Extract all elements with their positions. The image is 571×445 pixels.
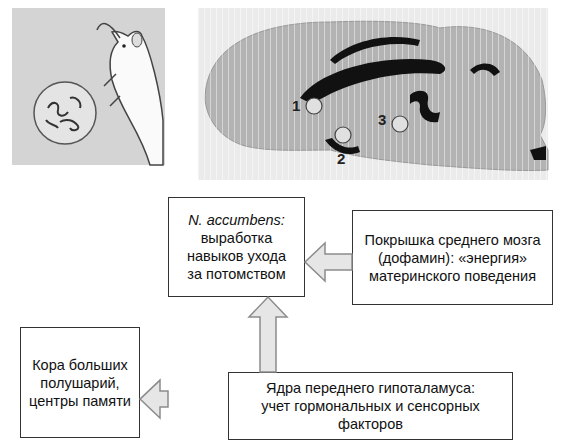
pups <box>46 98 80 131</box>
mouse-paws <box>104 74 120 106</box>
process-box: Кора больших полушарий, центры памяти <box>20 327 140 438</box>
brain-panel <box>198 8 548 180</box>
mouse-tail <box>97 24 120 38</box>
callout-number: 3 <box>378 112 386 128</box>
process-box: N. accumbens:выработка навыков ухода за … <box>168 197 305 297</box>
callout-number: 1 <box>292 98 300 114</box>
region-circle <box>392 116 408 132</box>
region-circle <box>306 98 322 114</box>
box-text: N. accumbens: <box>188 211 285 229</box>
mouse-ear <box>132 33 142 47</box>
ventricle <box>410 91 440 122</box>
process-box: Покрышка среднего мозга (дофамин): «энер… <box>352 210 553 305</box>
box-text: Покрышка среднего мозга (дофамин): «энер… <box>361 231 544 285</box>
process-box: Ядра переднего гипоталамуса: учет гормон… <box>228 372 513 440</box>
mouse-eye <box>122 44 126 48</box>
callosum <box>330 37 420 64</box>
block-arrow <box>249 297 287 372</box>
dark-structures <box>470 63 546 160</box>
box-text: выработка навыков ухода за потомством <box>185 229 288 283</box>
block-arrow <box>140 380 168 418</box>
callout-number: 2 <box>337 151 345 167</box>
box-text: Ядра переднего гипоталамуса: учет гормон… <box>259 379 482 433</box>
block-arrow <box>305 243 352 281</box>
nest-circle <box>34 82 96 144</box>
box-text: Кора больших полушарий, центры памяти <box>29 356 131 410</box>
region-circle <box>335 127 351 143</box>
stripes <box>198 8 548 180</box>
mouse-panel <box>12 8 165 165</box>
